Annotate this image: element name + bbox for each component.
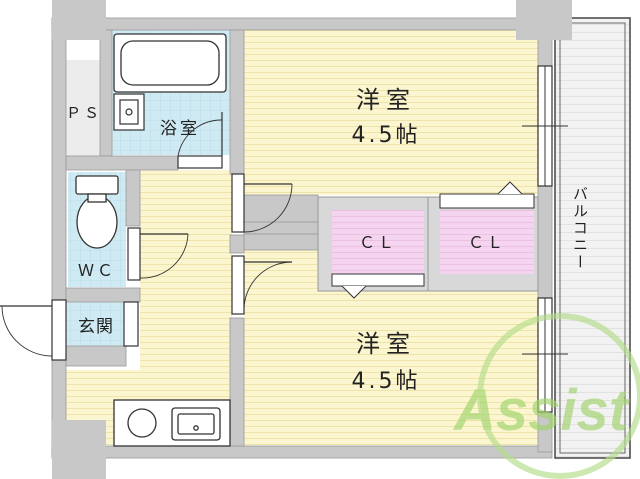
kitchen-counter — [113, 399, 231, 447]
hallway-floor — [140, 170, 232, 445]
wc-label: ＷＣ — [78, 261, 116, 280]
assist-watermark: Assist — [452, 313, 640, 479]
western-room-top-floor — [244, 30, 539, 195]
closet-left — [317, 196, 429, 299]
western-room-top-name: 洋室 — [356, 86, 416, 114]
western-room-bottom-name: 洋室 — [356, 330, 416, 358]
bath-faucet — [113, 93, 145, 131]
western-room-bottom-size: 4.5帖 — [352, 369, 421, 394]
ps-label: ＰＳ — [66, 104, 102, 122]
corner-column-top-right — [516, 0, 572, 40]
western-room-top-size: 4.5帖 — [352, 123, 421, 148]
closet-right-label: ＣＬ — [468, 233, 506, 252]
door-bath — [177, 112, 223, 169]
corner-column-top-left — [52, 0, 106, 40]
closet-right — [427, 181, 539, 292]
watermark-text: Assist — [452, 378, 631, 443]
balcony — [554, 17, 631, 459]
bath-label: 浴室 — [160, 119, 200, 139]
balcony-label: バルコニー — [571, 186, 589, 271]
corner-column-bottom-left — [52, 420, 106, 479]
walls — [51, 17, 553, 459]
door-western-top — [231, 173, 293, 233]
balcony-window-top — [522, 65, 568, 187]
entrance-label: 玄関 — [78, 317, 114, 337]
closet-left-label: ＣＬ — [359, 233, 397, 252]
bathtub — [113, 33, 227, 93]
door-entrance — [0, 299, 139, 361]
ps-floor — [66, 60, 102, 156]
balcony-window-bottom — [522, 297, 568, 413]
entrance-floor — [66, 302, 124, 346]
toilet — [75, 175, 119, 249]
door-wc — [127, 227, 189, 281]
door-western-bottom — [231, 255, 293, 315]
